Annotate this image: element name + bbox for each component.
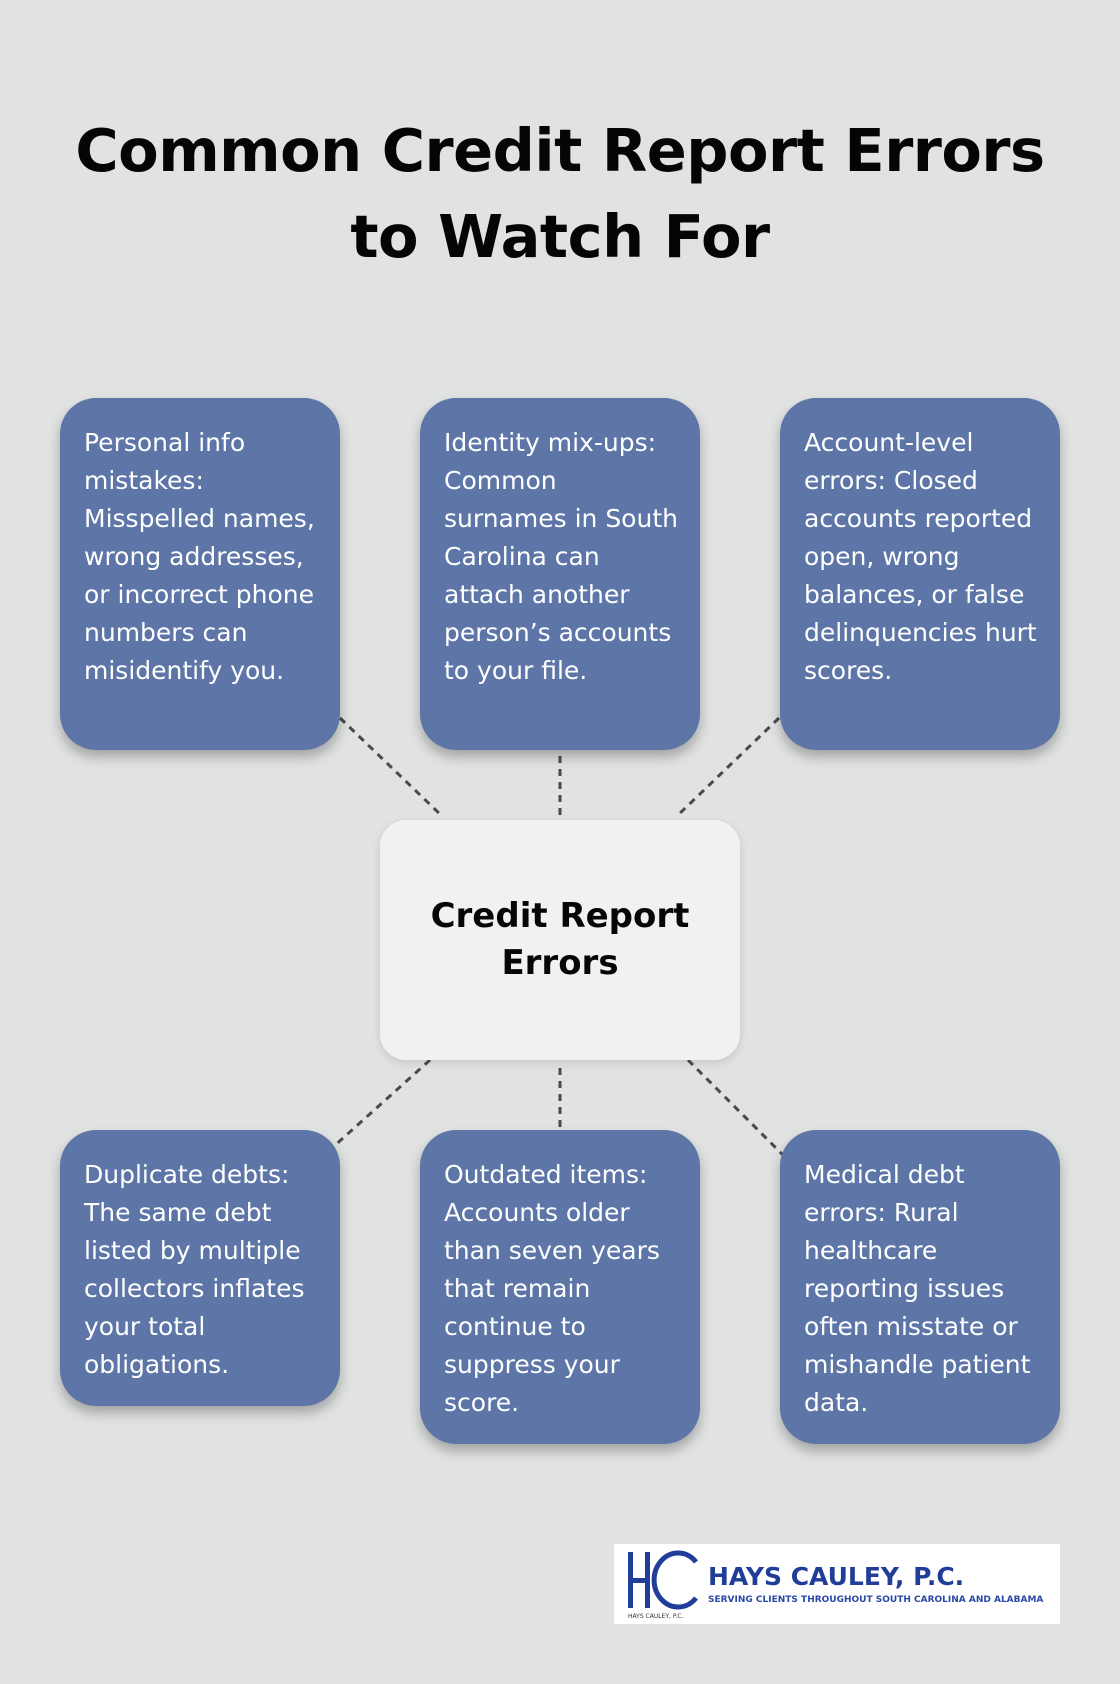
logo-tagline: SERVING CLIENTS THROUGHOUT SOUTH CAROLIN… bbox=[708, 1595, 1044, 1605]
logo-company-name: HAYS CAULEY, P.C. bbox=[708, 1562, 965, 1591]
center-label: Credit Report Errors bbox=[430, 896, 690, 983]
error-card-personal-info: Personal info mistakes: Misspelled names… bbox=[60, 398, 340, 750]
error-card-text: Outdated items: Accounts older than seve… bbox=[444, 1160, 660, 1417]
error-card-identity-mixups: Identity mix-ups: Common surnames in Sou… bbox=[420, 398, 700, 750]
error-card-text: Account-level errors: Closed accounts re… bbox=[804, 428, 1037, 685]
page-title: Common Credit Report Errors to Watch For bbox=[75, 116, 1045, 271]
error-card-account-level: Account-level errors: Closed accounts re… bbox=[780, 398, 1060, 750]
connector-line-bottom-left bbox=[330, 1058, 432, 1150]
error-card-text: Duplicate debts: The same debt listed by… bbox=[84, 1160, 305, 1379]
hc-monogram-icon bbox=[628, 1550, 698, 1610]
error-card-medical-debt: Medical debt errors: Rural healthcare re… bbox=[780, 1130, 1060, 1444]
error-card-text: Personal info mistakes: Misspelled names… bbox=[84, 428, 315, 685]
error-card-outdated-items: Outdated items: Accounts older than seve… bbox=[420, 1130, 700, 1444]
company-logo: HAYS CAULEY, P.C. SERVING CLIENTS THROUG… bbox=[614, 1544, 1060, 1624]
error-card-text: Medical debt errors: Rural healthcare re… bbox=[804, 1160, 1031, 1417]
connector-line-top-right bbox=[675, 716, 781, 818]
center-node: Credit Report Errors bbox=[380, 820, 740, 1060]
error-card-text: Identity mix-ups: Common surnames in Sou… bbox=[444, 428, 678, 685]
connector-line-top-left bbox=[338, 716, 444, 818]
connector-line-bottom-right bbox=[686, 1058, 788, 1160]
logo-small-text: HAYS CAULEY, P.C. bbox=[628, 1613, 684, 1620]
error-card-duplicate-debts: Duplicate debts: The same debt listed by… bbox=[60, 1130, 340, 1406]
